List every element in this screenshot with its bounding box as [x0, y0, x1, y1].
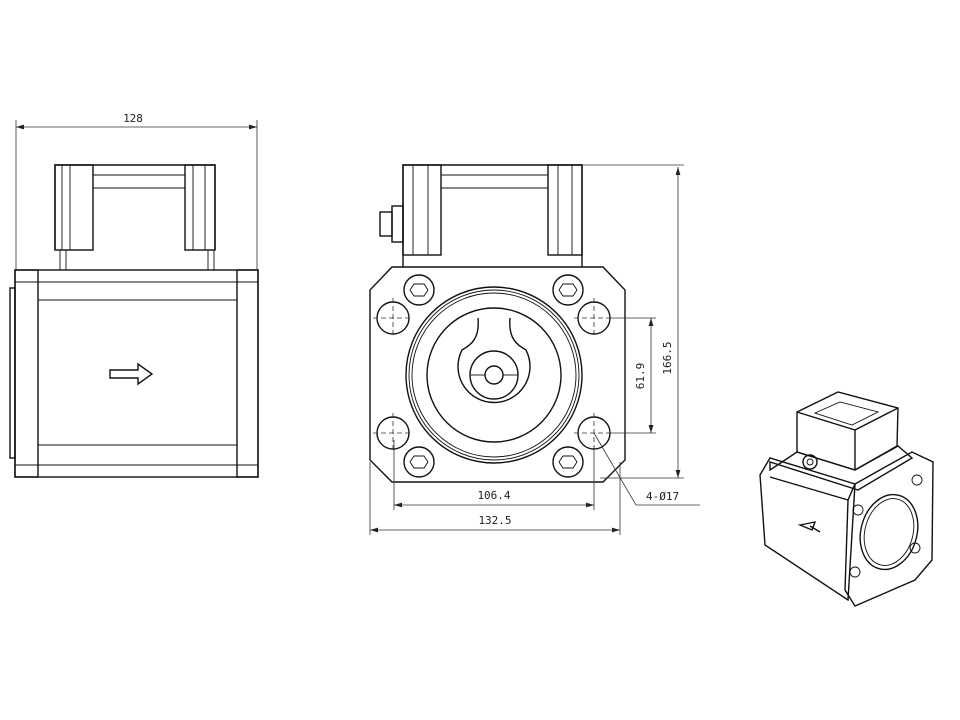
flange-width-dimension: 132.5: [478, 514, 511, 527]
isometric-view: [759, 391, 934, 607]
hole-callout: 4-Ø17: [646, 490, 679, 503]
bolt-horizontal-spacing-dimension: 106.4: [477, 489, 510, 502]
overall-height-dimension: 166.5: [661, 341, 674, 374]
front-view: 61.9 166.5 106.4 132.5 4-Ø17: [369, 164, 700, 535]
bolt-vertical-spacing-dimension: 61.9: [634, 363, 647, 390]
connector: [379, 211, 393, 237]
width-dimension: 128: [123, 112, 143, 125]
flow-arrow-icon: [109, 362, 154, 386]
flow-arrow-icon-iso: [797, 521, 821, 533]
side-view: 128: [9, 112, 259, 478]
